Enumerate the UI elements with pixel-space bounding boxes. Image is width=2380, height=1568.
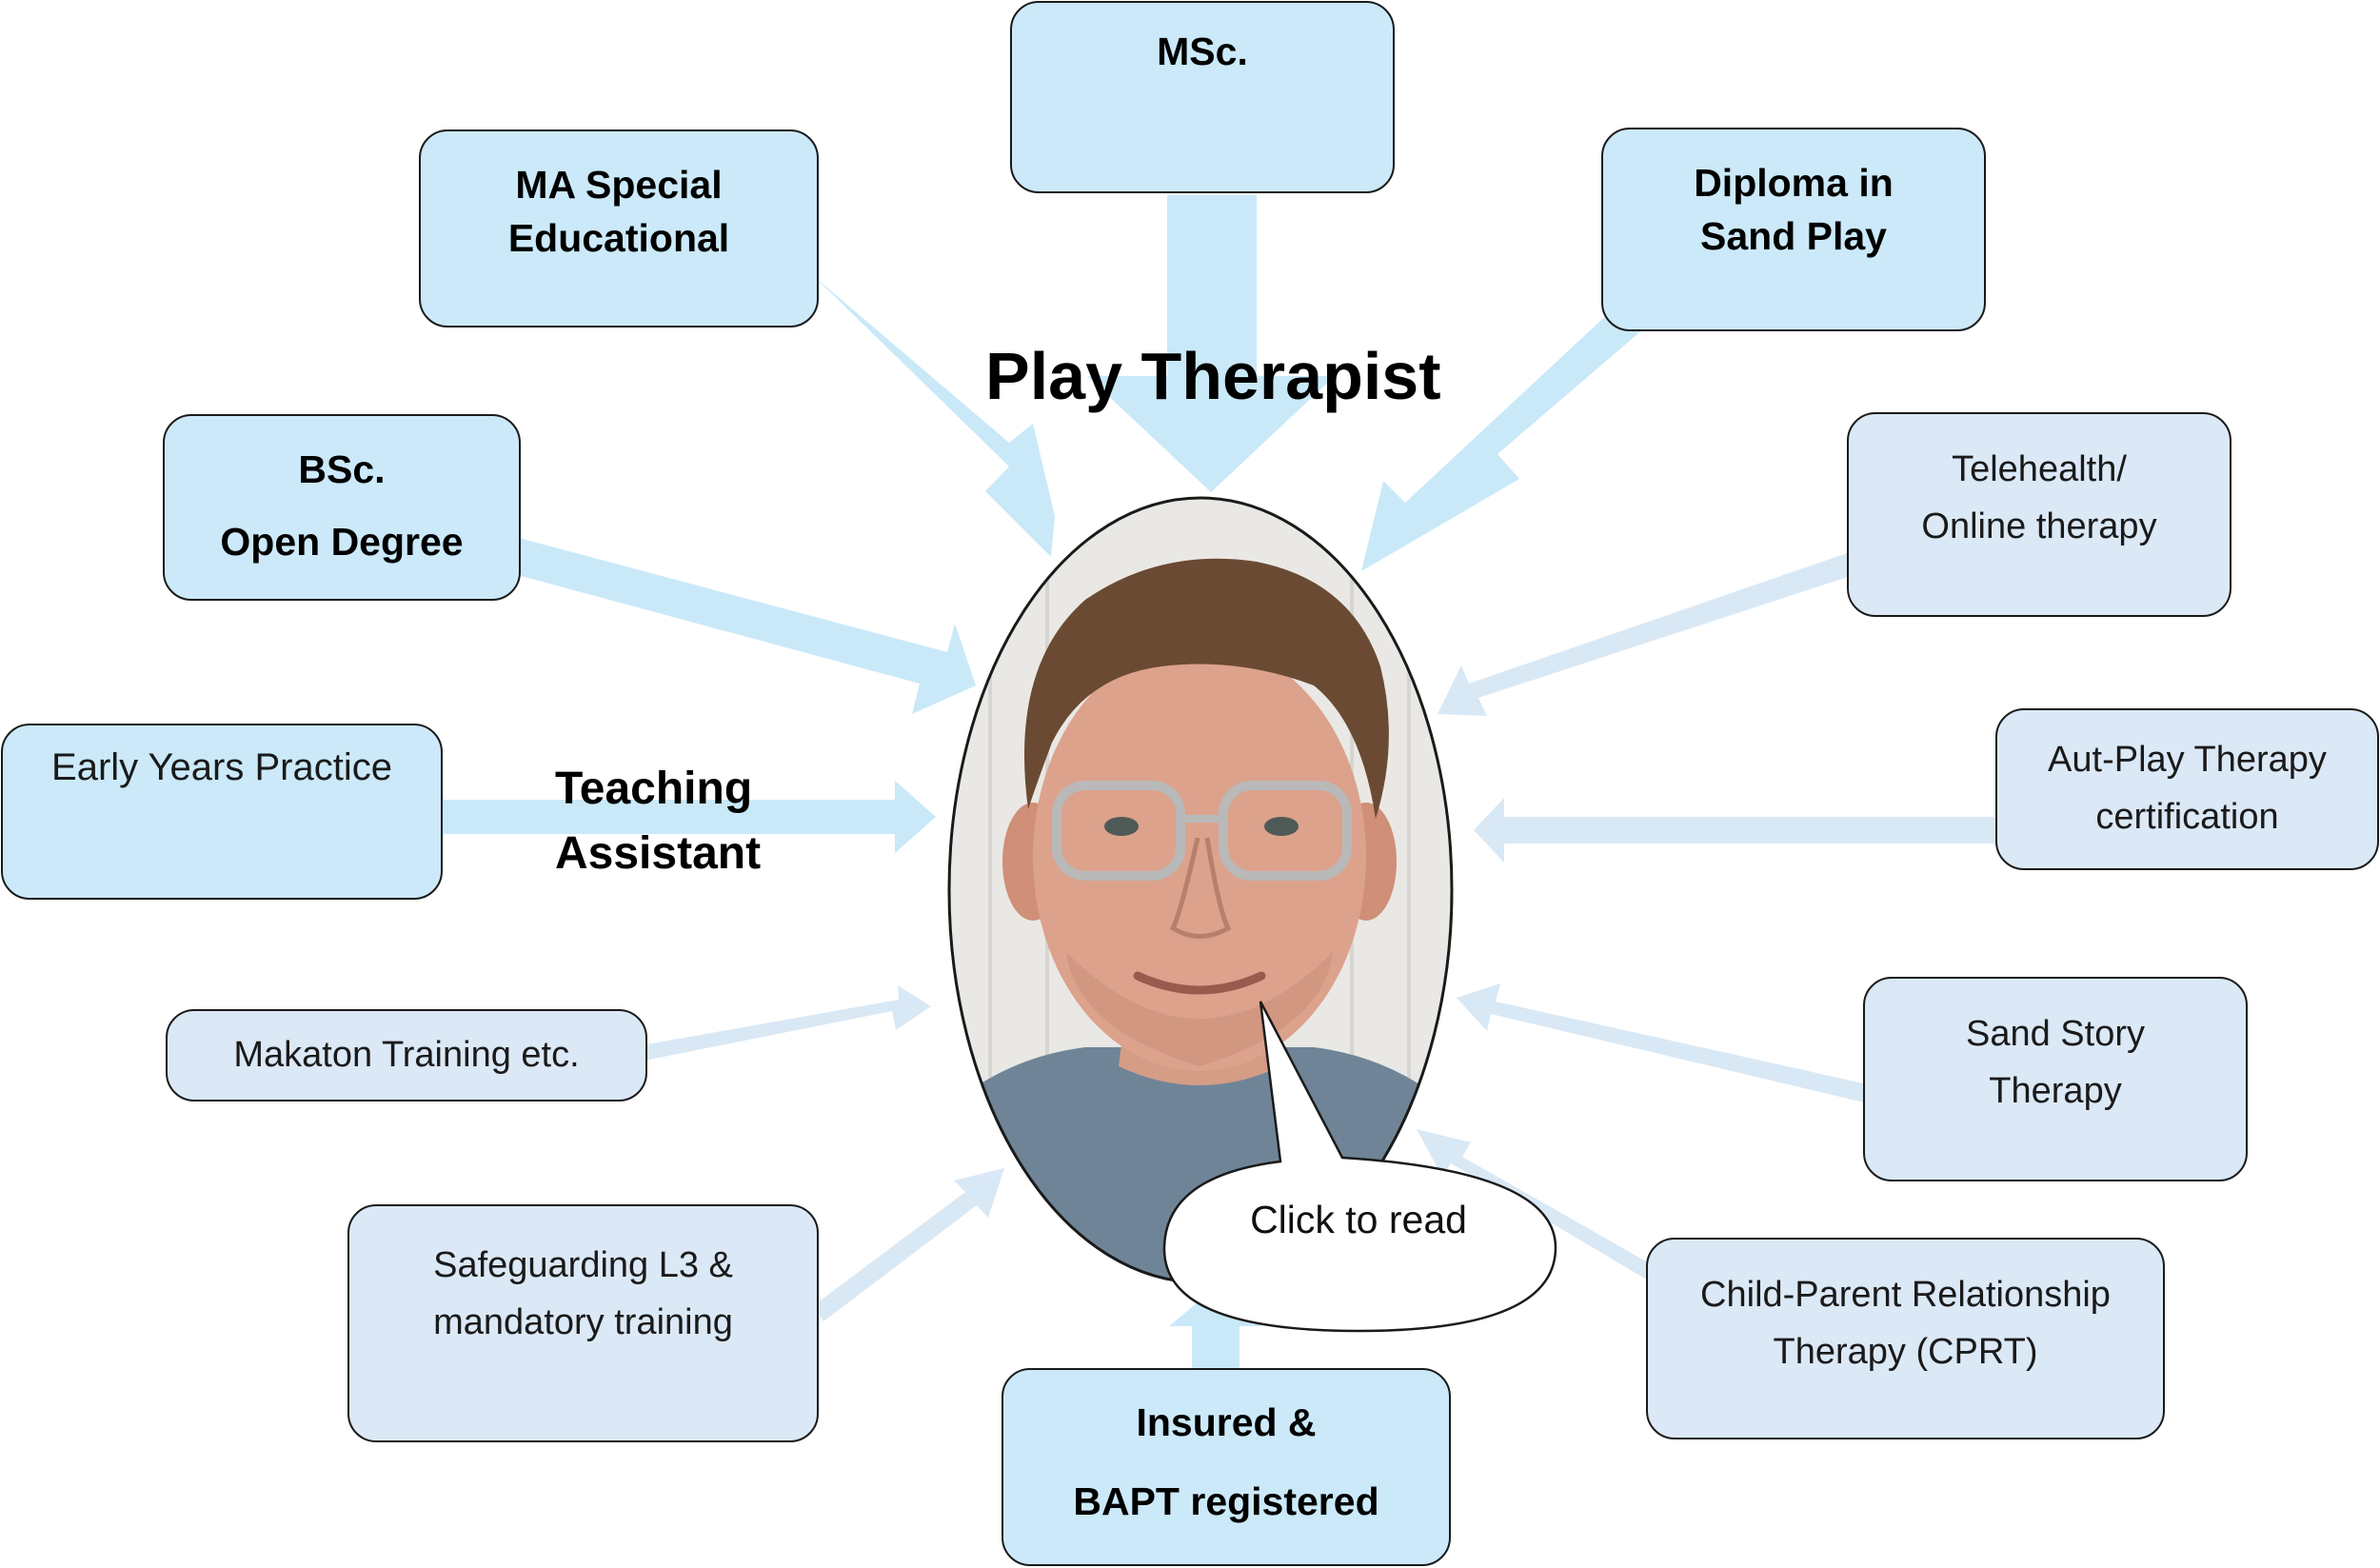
box-autplay-certification[interactable]: Aut-Play Therapy certification xyxy=(1995,708,2379,870)
makaton-arrow xyxy=(642,985,931,1061)
box-makaton-line-1: Makaton Training etc. xyxy=(233,1035,580,1075)
box-msc-line-1: MSc. xyxy=(1157,30,1248,73)
safeguarding-arrow xyxy=(814,1168,1004,1321)
box-telehealth[interactable]: Telehealth/ Online therapy xyxy=(1847,412,2231,617)
box-early-years-line-1: Early Years Practice xyxy=(51,746,392,788)
box-sandstory-line-2: Therapy xyxy=(1989,1071,2122,1111)
box-insured-bapt[interactable]: Insured & BAPT registered xyxy=(1002,1368,1451,1566)
box-safeguarding-line-2: mandatory training xyxy=(433,1302,733,1342)
box-diploma-sand-play[interactable]: Diploma in Sand Play xyxy=(1601,128,1986,331)
telehealth-arrow xyxy=(1438,552,1856,716)
teaching-assistant-label: Teaching Assistant xyxy=(555,757,761,886)
teaching-assistant-line-2: Assistant xyxy=(555,828,762,879)
box-msc[interactable]: MSc. xyxy=(1010,1,1395,193)
bsc-arrow xyxy=(514,538,976,714)
teaching-assistant-line-1: Teaching xyxy=(555,764,753,814)
box-telehealth-line-1: Telehealth/ xyxy=(1952,449,2127,489)
box-cprt-line-1: Child-Parent Relationship xyxy=(1700,1275,2111,1315)
page-title: Play Therapist xyxy=(985,339,1441,413)
ma-arrow xyxy=(797,262,1055,557)
box-ma-line-2: Educational xyxy=(507,216,730,260)
box-ma-line-1: MA Special xyxy=(515,163,723,207)
box-autplay-line-2: certification xyxy=(2095,797,2279,837)
box-safeguarding-line-1: Safeguarding L3 & xyxy=(433,1245,733,1285)
box-bsc-line-2: Open Degree xyxy=(220,520,464,564)
box-safeguarding[interactable]: Safeguarding L3 & mandatory training xyxy=(347,1204,819,1442)
box-autplay-line-1: Aut-Play Therapy xyxy=(2048,740,2327,780)
early-years-arrow xyxy=(440,781,936,853)
sandstory-arrow xyxy=(1457,983,1868,1102)
box-cprt-line-2: Therapy (CPRT) xyxy=(1773,1332,2038,1372)
click-to-read-link[interactable]: Click to read xyxy=(1250,1198,1467,1241)
box-sand-story-therapy[interactable]: Sand Story Therapy xyxy=(1863,977,2248,1181)
box-makaton-training[interactable]: Makaton Training etc. xyxy=(166,1009,647,1102)
box-early-years-practice[interactable]: Early Years Practice xyxy=(1,724,443,900)
box-ma-special-educational[interactable]: MA Special Educational xyxy=(419,129,819,327)
box-insured-line-1: Insured & xyxy=(1136,1400,1317,1444)
box-bsc-open-degree[interactable]: BSc. Open Degree xyxy=(163,414,521,601)
autplay-arrow xyxy=(1474,798,1997,863)
box-diploma-line-2: Sand Play xyxy=(1700,214,1887,258)
diploma-arrow xyxy=(1361,284,1664,571)
box-telehealth-line-2: Online therapy xyxy=(1921,506,2157,546)
portrait-photo[interactable] xyxy=(942,495,1457,1285)
box-bsc-line-1: BSc. xyxy=(298,447,386,491)
box-cprt[interactable]: Child-Parent Relationship Therapy (CPRT) xyxy=(1646,1238,2165,1439)
box-sandstory-line-1: Sand Story xyxy=(1966,1014,2145,1054)
box-insured-line-2: BAPT registered xyxy=(1073,1479,1379,1523)
box-diploma-line-1: Diploma in xyxy=(1694,161,1894,205)
msc-arrow xyxy=(1087,195,1335,492)
insured-arrow xyxy=(1169,1287,1261,1368)
